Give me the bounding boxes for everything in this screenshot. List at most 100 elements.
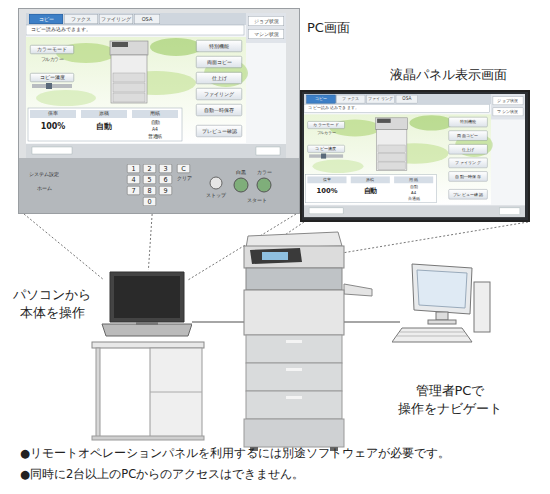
status-button: マシン状況 [493,108,524,117]
menu-button: プレビュー確認 [449,189,488,199]
pc-screen-frame-part [19,158,299,213]
setting-value: 100% [30,119,76,135]
node-outline-part-part [428,320,456,324]
screen-ui: コピーファクスファイリングOSAジョブ状況マシン状況コピー読み込みできます。カラ… [26,13,286,158]
dotted-connector [148,214,152,270]
setting-heading: 用紙 [132,110,178,118]
setting-value: A4 [394,190,433,196]
pc-screen-frame-part [210,177,222,189]
tab-label: ファクス [64,14,98,24]
pc-screen-frame-part [26,13,286,158]
copier-part [262,252,288,260]
key-caption: ホーム [27,185,61,192]
tab-label: OSA [396,95,418,104]
menu-button: プレビュー確認 [196,125,242,137]
setting-heading: 用紙 [394,176,433,183]
menu-button: 両面コピー [449,131,488,141]
menu-button: カラーモード [307,121,344,129]
setting-value: フルカラー [309,131,343,137]
key-caption: 白黒 [231,169,251,176]
node-label: PC画面 [307,19,377,37]
tab-label: コピー [307,95,336,104]
tab-label: OSA [134,14,160,24]
key-caption: ストップ [203,192,229,199]
lcd-screen-frame [300,90,530,222]
setting-value: 自動 [81,119,127,135]
desk-part [92,436,204,440]
copier-part [286,340,302,343]
lcd-screen-frame-part [304,94,525,217]
setting-value: 自動 [132,119,178,126]
node-outline-part-part [436,312,448,320]
pc-screen-frame-part [234,178,248,192]
key-label: 0 [143,197,156,206]
desk-part [92,342,204,348]
key-label: 7 [127,186,140,195]
message-text: コピー読み込みできます。 [307,105,435,112]
note-text: ●同時に2台以上のPCからのアクセスはできません。 [20,467,304,482]
menu-button: カラーモード [30,45,74,54]
pc-screen: PC画面コピーファクスファイリングOSAジョブ状況マシン状況コピー読み込みできま… [18,8,300,214]
node-label: パソコンから 本体を操作 [8,286,96,321]
setting-value: 普通紙 [394,196,433,202]
leader-lines-part [24,214,104,280]
key-label: 2 [143,164,156,173]
screen-ui: コピーファクスファイリングOSAジョブ状況マシン状況コピー読み込みできます。カラ… [304,94,525,217]
node-label: 液晶パネル表示画面 [390,66,530,84]
key-label: 9 [159,186,172,195]
key-label: 4 [127,175,140,184]
copier-part [246,363,342,391]
node-outline-part [392,262,492,352]
key-label: 6 [159,175,172,184]
key-label: 8 [143,186,156,195]
node-outline [392,262,492,352]
node-outline [100,270,192,342]
note-text: ●リモートオペレーションパネルを利用するには別途ソフトウェアが必要です。 [20,446,450,461]
setting-heading: 原稿 [351,176,390,183]
tab-label: コピー [29,14,63,24]
key-caption: カラー [252,169,276,176]
desk-part [150,392,202,393]
key-caption: システム設定 [27,171,61,178]
copier [244,232,372,451]
message-text: コピー読み込みできます。 [29,26,179,34]
laptop-pc: パソコンから 本体を操作 [100,270,192,342]
copier-part [344,284,372,296]
status-button: マシン状況 [248,29,284,39]
node-outline-part-part [417,270,467,308]
node-outline-part-part [136,322,158,325]
copier-part [286,368,302,371]
network-wire-part [344,321,400,323]
pc-screen-frame-part [18,8,300,214]
node-outline-part-part [102,324,192,336]
tab-label: ファクス [336,95,365,104]
setting-value: 自動 [394,184,433,190]
copier-part [244,290,344,335]
copier-part [246,335,342,363]
setting-value: 普通紙 [132,133,178,140]
node-outline-part-part [392,328,472,342]
key-caption: スタート [237,197,277,204]
menu-button: 仕上げ [196,72,242,84]
copier-part [244,246,344,268]
menu-button: 両面コピー [196,56,242,68]
menu-button: 特別機能 [449,117,488,127]
menu-button: 特別機能 [196,40,242,52]
status-button: ジョブ状況 [248,16,284,26]
key-label: 1 [127,164,140,173]
key-label: C [177,164,190,173]
copier-part [246,268,342,290]
menu-button: ファイリング [196,88,242,100]
setting-heading: 倍率 [30,110,76,118]
node-outline-part-part [474,282,490,332]
lcd-screen: 液晶パネル表示画面コピーファクスファイリングOSAジョブ状況マシン状況コピー読み… [300,90,530,222]
copier-part [250,248,302,264]
tab-label: ファイリング [99,14,133,24]
node-label: 管理者PCで 操作をナビゲート [386,382,514,417]
setting-value: フルカラー [32,56,72,63]
setting-heading: 原稿 [81,110,127,118]
menu-button: 自動一時保存 [196,104,242,116]
pc-screen-frame-part [257,178,271,192]
copier-part [286,396,302,399]
